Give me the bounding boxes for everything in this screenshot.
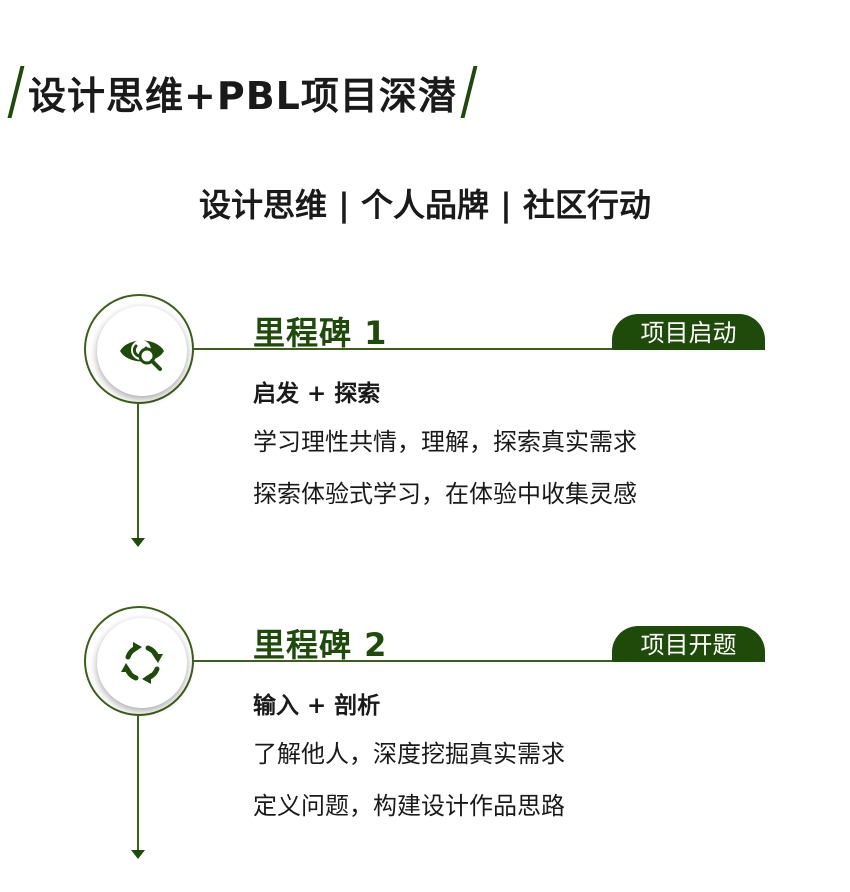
milestone-1: 里程碑 1 项目启动 启发 + 探索 学习理性共情，理解，探索真实需求 探索体验… [0,290,850,560]
milestone-header-line [180,348,765,350]
timeline-connector [137,716,139,852]
milestone-tag: 项目启动 [612,314,765,350]
page-subtitle: 设计思维 | 个人品牌 | 社区行动 [199,186,651,224]
milestone-title: 里程碑 2 [253,626,388,664]
milestone-subtitle: 输入 + 剖析 [253,693,381,719]
icon-badge [97,306,187,396]
milestone-header-line [180,660,765,662]
timeline-connector [137,404,139,540]
milestone-line: 学习理性共情，理解，探索真实需求 [253,428,637,456]
milestone-line: 探索体验式学习，在体验中收集灵感 [253,480,637,508]
milestone-subtitle: 启发 + 探索 [253,381,381,407]
milestone-title: 里程碑 1 [253,314,388,352]
icon-badge [97,618,187,708]
page-title: 设计思维+PBL项目深潜 [28,73,457,118]
title-slash-right [460,66,478,118]
milestone-line: 定义问题，构建设计作品思路 [253,792,565,820]
milestone-tag: 项目开题 [612,626,765,662]
arrow-down-icon [131,538,145,547]
milestone-line: 了解他人，深度挖掘真实需求 [253,740,565,768]
eye-magnifier-icon [120,340,164,371]
arrow-down-icon [131,850,145,859]
page-title-wrap: 设计思维+PBL项目深潜 [7,62,478,122]
title-slash-left [7,66,25,118]
milestone-2: 里程碑 2 项目开题 输入 + 剖析 了解他人，深度挖掘真实需求 定义问题，构建… [0,602,850,872]
cycle-arrows-icon [121,642,163,684]
